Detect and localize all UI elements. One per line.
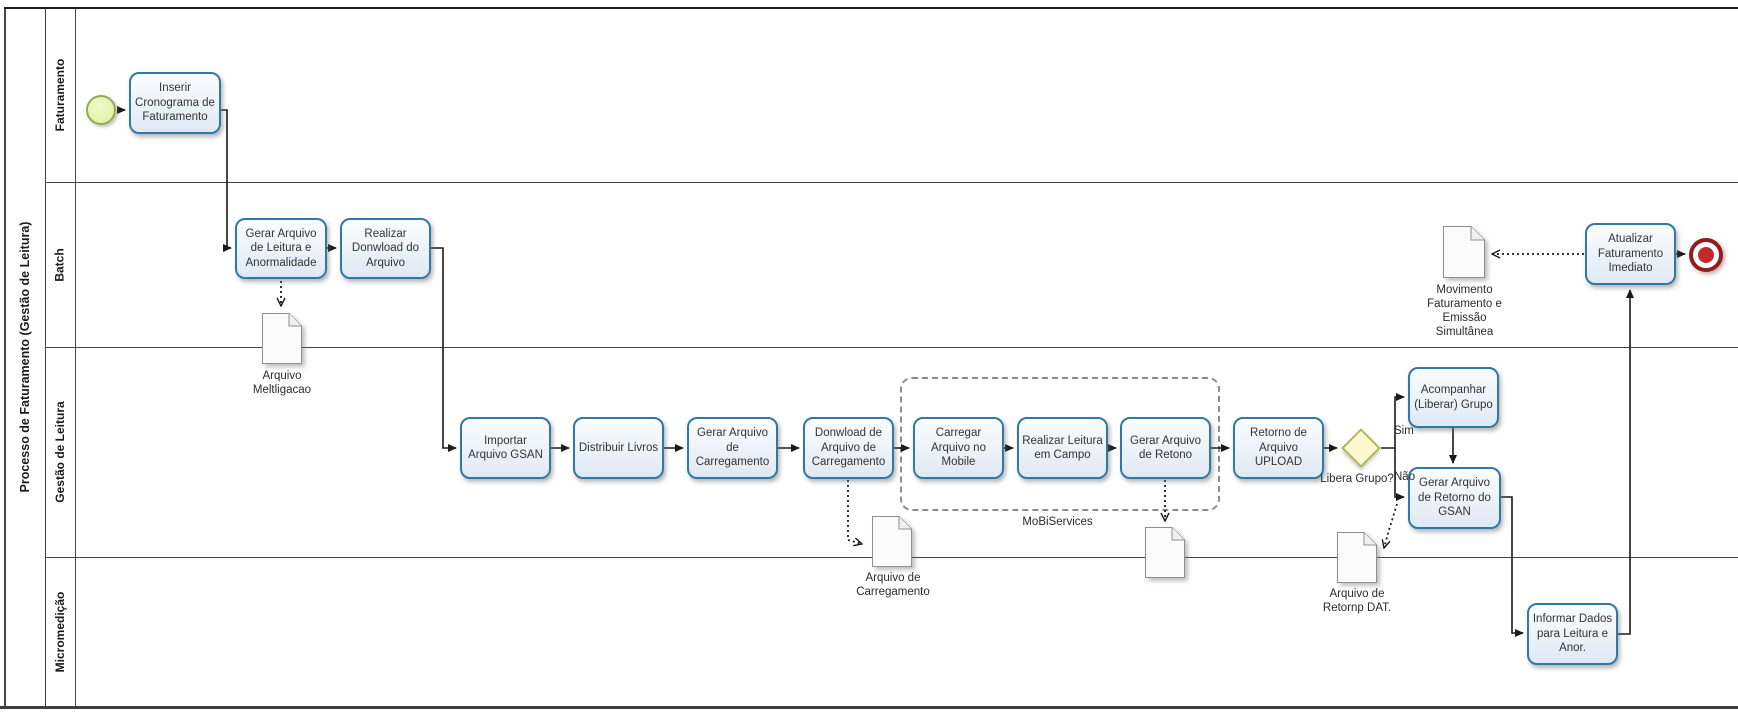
task-gerar-arquivo-leitura[interactable]: Gerar Arquivo de Leitura e Anormalidade xyxy=(235,218,327,279)
task-download-arquivo-carregamento[interactable]: Donwload de Arquivo de Carregamento xyxy=(803,417,894,479)
task-label: Importar Arquivo GSAN xyxy=(468,434,543,461)
task-distribuir-livros[interactable]: Distribuir Livros xyxy=(573,417,664,479)
pool-bottom-border xyxy=(0,706,1738,709)
task-label: Inserir Cronograma de Faturamento xyxy=(135,82,215,124)
start-event[interactable] xyxy=(86,95,116,125)
task-realizar-leitura-campo[interactable]: Realizar Leitura em Campo xyxy=(1017,417,1108,479)
lane-label-batch: Batch xyxy=(52,248,67,282)
flow-inserir-to-gerar-leitura xyxy=(221,109,232,252)
group-label: MoBiServices xyxy=(1022,516,1093,528)
task-informar-dados[interactable]: Informar Dados para Leitura e Anor. xyxy=(1527,603,1618,665)
flow-gateway-sim-to-acompanhar xyxy=(1381,393,1405,449)
end-event-core xyxy=(1698,247,1714,263)
data-object-movimento-icon[interactable] xyxy=(1443,226,1485,283)
task-label: Carregar Arquivo no Mobile xyxy=(931,427,986,469)
task-label: Gerar Arquivo de Retono xyxy=(1130,434,1201,461)
gateway-libera-grupo[interactable] xyxy=(1341,428,1381,468)
flow-informar-to-atualizar xyxy=(1618,289,1634,635)
task-carregar-arquivo-mobile[interactable]: Carregar Arquivo no Mobile xyxy=(913,417,1004,479)
task-gerar-retorno-gsan[interactable]: Gerar Arquivo de Retorno do GSAN xyxy=(1408,467,1501,529)
task-label: Gerar Arquivo de Retorno do GSAN xyxy=(1418,477,1491,519)
lane-label-faturamento: Faturamento xyxy=(53,58,67,132)
lane-divider xyxy=(45,347,1738,348)
flow-gsan-to-informar xyxy=(1501,496,1524,637)
task-label: Gerar Arquivo de Carregamento xyxy=(695,427,770,469)
flow-download-to-importar xyxy=(431,247,457,452)
task-acompanhar-liberar-grupo[interactable]: Acompanhar (Liberar) Grupo xyxy=(1408,367,1499,428)
lane-label-divider xyxy=(75,7,76,707)
data-object-meltligacao-icon[interactable] xyxy=(262,313,302,369)
task-label: Informar Dados para Leitura e Anor. xyxy=(1532,613,1613,655)
task-label: Atualizar Faturamento Imediato xyxy=(1597,233,1664,275)
task-label: Realizar Leitura em Campo xyxy=(1022,434,1103,461)
task-label: Retorno de Arquivo UPLOAD xyxy=(1250,427,1307,469)
task-realizar-download[interactable]: Realizar Donwload do Arquivo xyxy=(340,218,431,279)
data-object-carregamento-icon[interactable] xyxy=(872,516,912,572)
task-retorno-arquivo-upload[interactable]: Retorno de Arquivo UPLOAD xyxy=(1233,417,1324,479)
gateway-no-label: Não xyxy=(1394,471,1416,483)
task-gerar-arquivo-carregamento[interactable]: Gerar Arquivo de Carregamento xyxy=(687,417,778,479)
task-atualizar-faturamento[interactable]: Atualizar Faturamento Imediato xyxy=(1585,223,1676,285)
pool-top-border xyxy=(4,7,1738,9)
data-object-label: Arquivo de Carregamento xyxy=(856,572,930,599)
pool-left-border xyxy=(4,7,6,708)
end-event[interactable] xyxy=(1689,238,1723,272)
gateway-label: Libera Grupo? xyxy=(1320,473,1394,485)
task-label: Distribuir Livros xyxy=(578,441,659,454)
pool-title-divider xyxy=(45,7,46,707)
lane-label-micromedicao: Micromedição xyxy=(53,591,67,673)
task-label: Realizar Donwload do Arquivo xyxy=(351,227,420,269)
task-inserir-cronograma[interactable]: Inserir Cronograma de Faturamento xyxy=(129,72,221,134)
data-object-label: Movimento Faturamento e Emissão Simultân… xyxy=(1427,284,1502,339)
task-label: Donwload de Arquivo de Carregamento xyxy=(811,427,886,469)
data-object-label: Arquivo de Retornp DAT. xyxy=(1322,588,1392,615)
lane-label-gestao-de-leitura: Gestão de Leitura xyxy=(53,401,67,503)
task-label: Gerar Arquivo de Leitura e Anormalidade xyxy=(245,227,317,269)
lane-divider xyxy=(45,182,1738,183)
task-importar-arquivo-gsan[interactable]: Importar Arquivo GSAN xyxy=(460,417,551,479)
task-gerar-arquivo-retono[interactable]: Gerar Arquivo de Retono xyxy=(1120,417,1211,479)
association-gsan-to-doc-retorno-dat xyxy=(1384,503,1398,548)
data-object-unlabeled-icon[interactable] xyxy=(1145,527,1185,583)
gateway-yes-label: Sim xyxy=(1394,425,1414,437)
association-download-carregamento-to-doc-carregamento xyxy=(847,480,862,544)
task-label: Acompanhar (Liberar) Grupo xyxy=(1414,384,1493,411)
data-object-label: Arquivo Meltligacao xyxy=(252,370,312,397)
data-object-retorno-dat-icon[interactable] xyxy=(1337,532,1377,588)
pool-title: Processo de Faturamento (Gestão de Leitu… xyxy=(18,221,32,493)
